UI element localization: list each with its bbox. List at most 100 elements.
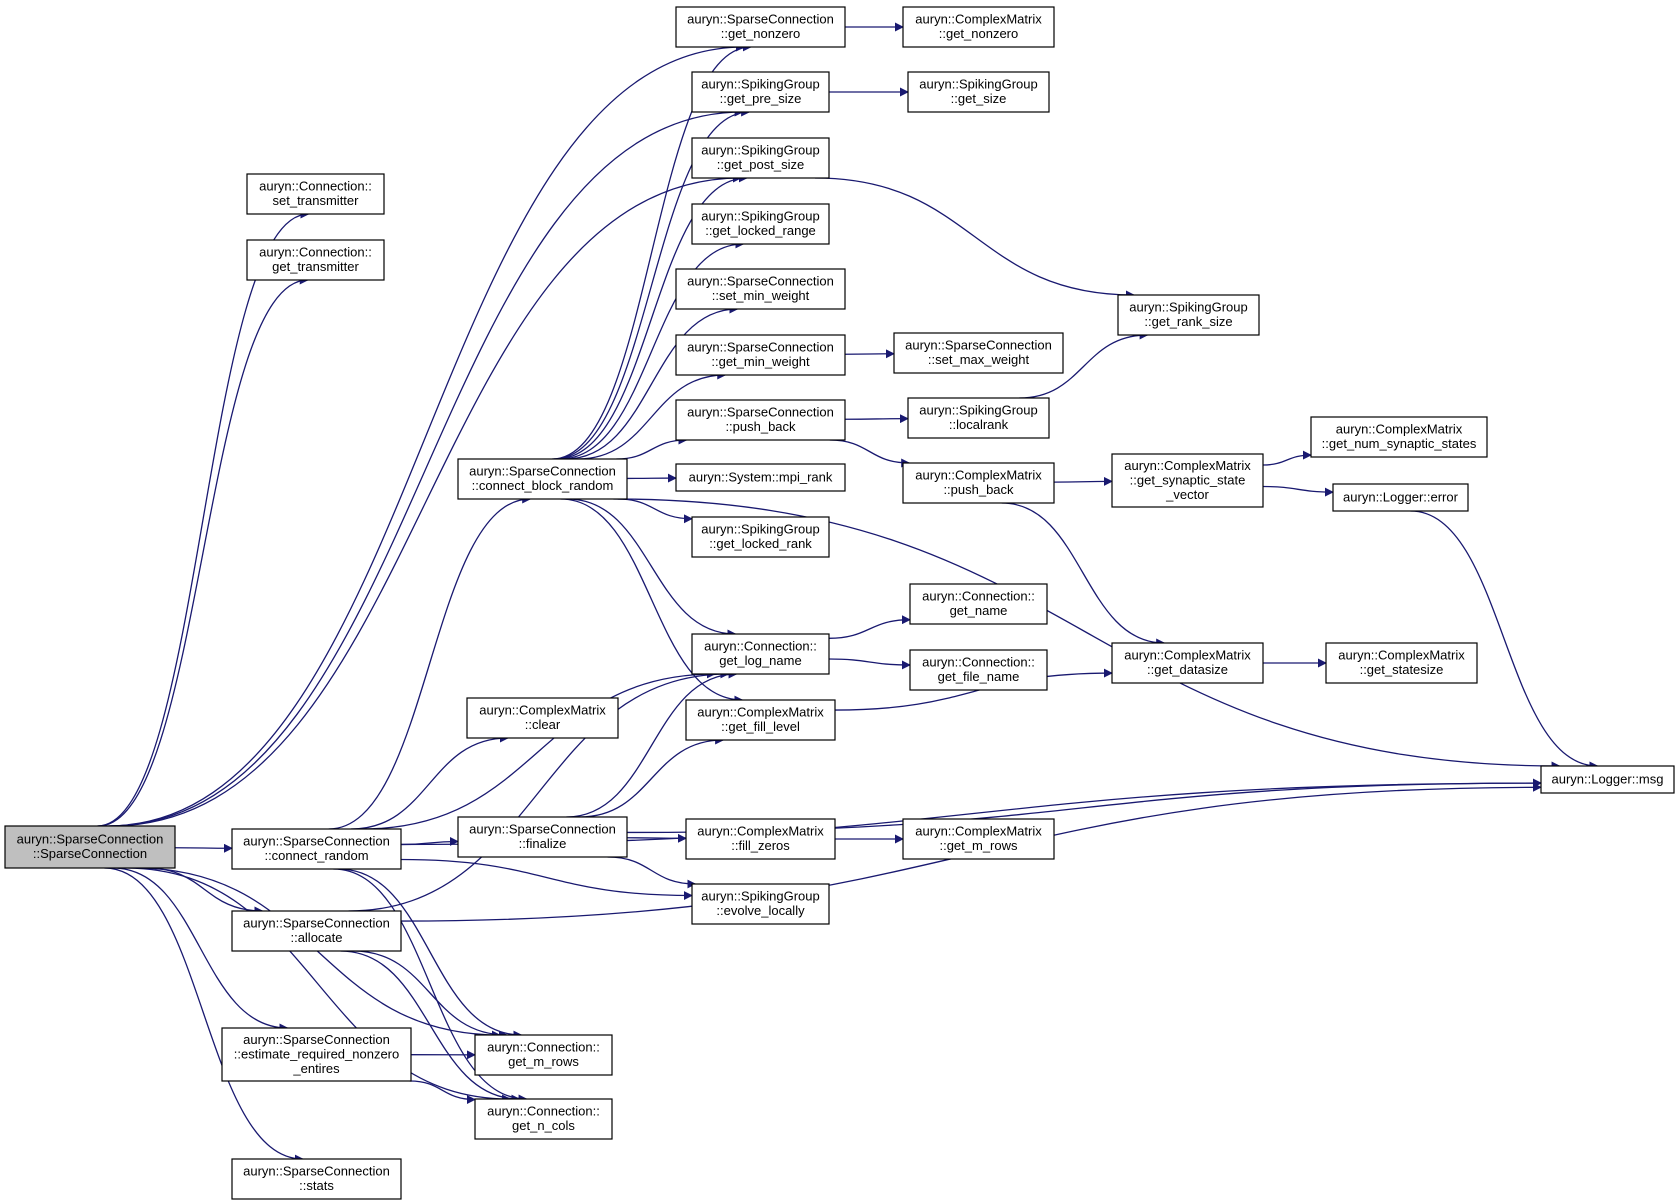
node-box [1540, 765, 1675, 794]
node-cm-get-statesize[interactable]: auryn::ComplexMatrix::get_statesize [1325, 642, 1478, 684]
node-logger-msg[interactable]: auryn::Logger::msg [1540, 765, 1675, 794]
node-sc-get-min-weight[interactable]: auryn::SparseConnection::get_min_weight [675, 334, 846, 376]
node-set-transmitter[interactable]: auryn::Connection::set_transmitter [246, 173, 385, 215]
node-sg-get-pre-size[interactable]: auryn::SpikingGroup::get_pre_size [691, 71, 830, 113]
edge-sg_get_post_size-to-sg_get_rank_size [815, 177, 1135, 300]
edge-cm_push_back-to-cm_get_datasize [1001, 502, 1166, 648]
edge-connect_random-to-c_get_log_name [362, 669, 716, 830]
node-get-transmitter[interactable]: auryn::Connection::get_transmitter [246, 239, 385, 281]
node-label: auryn::System::mpi_rank [689, 469, 833, 484]
node-cm-push-back[interactable]: auryn::ComplexMatrix::push_back [902, 462, 1055, 504]
node-label: auryn::SpikingGroup [701, 889, 820, 904]
edge-finalize-to-cm_get_fill_level [579, 735, 725, 818]
node-label: get_m_rows [508, 1054, 579, 1069]
node-label: ::get_datasize [1147, 662, 1228, 677]
node-cm-get-m-rows[interactable]: auryn::ComplexMatrix::get_m_rows [902, 818, 1055, 860]
edge-root-to-sg_get_pre_size [108, 107, 744, 827]
node-label: ::SparseConnection [33, 846, 147, 861]
node-label: auryn::Connection:: [922, 589, 1035, 604]
node-box [909, 649, 1048, 691]
node-box [246, 173, 385, 215]
node-label: auryn::ComplexMatrix [915, 12, 1042, 27]
node-c-get-n-cols[interactable]: auryn::Connection::get_n_cols [474, 1098, 613, 1140]
node-label: auryn::SpikingGroup [1129, 300, 1248, 315]
node-label: auryn::ComplexMatrix [1338, 648, 1465, 663]
edge-connect_random-to-cm_clear [351, 733, 509, 830]
edge-cm_push_back-to-cm_get_synaptic_state_vector [1053, 476, 1113, 486]
edge-c_get_log_name-to-c_get_file_name [828, 658, 911, 670]
node-c-get-log-name[interactable]: auryn::Connection::get_log_name [691, 633, 830, 675]
edge-connect_random-to-sg_evolve_locally [400, 858, 693, 901]
node-sg-get-size[interactable]: auryn::SpikingGroup::get_size [907, 71, 1050, 113]
node-stats[interactable]: auryn::SparseConnection::stats [231, 1158, 402, 1200]
edge-finalize-to-sg_evolve_locally [607, 856, 697, 889]
node-label: auryn::SparseConnection [243, 916, 390, 931]
node-root[interactable]: auryn::SparseConnection::SparseConnectio… [4, 825, 176, 869]
node-label: auryn::ComplexMatrix [697, 705, 824, 720]
edge-connect_block_random-to-sc_set_min_weight [565, 304, 739, 460]
node-sg-get-rank-size[interactable]: auryn::SpikingGroup::get_rank_size [1117, 294, 1260, 336]
node-label: auryn::SparseConnection [17, 832, 164, 847]
edge-finalize-to-c_get_log_name [566, 669, 738, 818]
edge-connect_block_random-to-sg_get_post_size [556, 173, 748, 460]
edge-cm_get_synaptic_state_vector-to-logger_error [1262, 485, 1334, 497]
edge-connect_block_random-to-sc_get_min_weight [577, 370, 727, 460]
node-box [4, 825, 176, 869]
node-sc-get-nonzero[interactable]: auryn::SparseConnection::get_nonzero [675, 6, 846, 48]
node-box [691, 71, 830, 113]
node-c-get-file-name[interactable]: auryn::Connection::get_file_name [909, 649, 1048, 691]
node-sg-get-post-size[interactable]: auryn::SpikingGroup::get_post_size [691, 137, 830, 179]
node-label: ::get_m_rows [939, 838, 1018, 853]
node-sg-get-locked-rank[interactable]: auryn::SpikingGroup::get_locked_rank [691, 516, 830, 558]
edge-connect_block_random-to-logger_msg [613, 498, 1561, 771]
edge-root-to-estimate [112, 867, 289, 1033]
node-label: get_n_cols [512, 1118, 575, 1133]
edge-cm_get_fill_level-to-cm_get_datasize [834, 668, 1113, 711]
node-estimate[interactable]: auryn::SparseConnection::estimate_requir… [221, 1027, 412, 1082]
node-sc-set-min-weight[interactable]: auryn::SparseConnection::set_min_weight [675, 268, 846, 310]
node-box [691, 516, 830, 558]
node-sg-localrank[interactable]: auryn::SpikingGroup::localrank [907, 397, 1050, 439]
edge-allocate-to-c_get_n_cols [340, 950, 521, 1104]
node-connect-random[interactable]: auryn::SparseConnection::connect_random [231, 828, 402, 870]
edge-connect_random-to-c_get_m_rows [338, 868, 523, 1040]
node-label: auryn::ComplexMatrix [697, 824, 824, 839]
node-cm-get-datasize[interactable]: auryn::ComplexMatrix::get_datasize [1111, 642, 1264, 684]
edge-connect_block_random-to-sg_get_pre_size [553, 107, 751, 460]
node-sg-get-locked-range[interactable]: auryn::SpikingGroup::get_locked_range [691, 203, 830, 245]
node-sc-set-max-weight[interactable]: auryn::SparseConnection::set_max_weight [893, 332, 1064, 374]
node-label: auryn::Connection:: [259, 245, 372, 260]
node-cm-get-nonzero[interactable]: auryn::ComplexMatrix::get_nonzero [902, 6, 1055, 48]
node-c-get-m-rows[interactable]: auryn::Connection::get_m_rows [474, 1034, 613, 1076]
node-cm-fill-zeros[interactable]: auryn::ComplexMatrix::fill_zeros [685, 818, 836, 860]
node-label: auryn::SpikingGroup [919, 403, 1038, 418]
node-cm-clear[interactable]: auryn::ComplexMatrix::clear [466, 697, 619, 739]
node-label: auryn::ComplexMatrix [1124, 458, 1251, 473]
node-box [221, 1027, 412, 1082]
node-allocate[interactable]: auryn::SparseConnection::allocate [231, 910, 402, 952]
node-sc-push-back[interactable]: auryn::SparseConnection::push_back [675, 399, 846, 441]
node-label: auryn::SparseConnection [243, 834, 390, 849]
node-label: ::get_pre_size [720, 91, 802, 106]
node-label: ::push_back [725, 419, 796, 434]
node-cm-get-fill-level[interactable]: auryn::ComplexMatrix::get_fill_level [685, 699, 836, 741]
node-sys-mpi-rank[interactable]: auryn::System::mpi_rank [675, 463, 846, 492]
node-box [691, 137, 830, 179]
edge-sg_localrank-to-sg_get_rank_size [1019, 330, 1149, 399]
node-cm-get-num-synaptic-states[interactable]: auryn::ComplexMatrix::get_num_synaptic_s… [1310, 416, 1488, 458]
node-cm-get-synaptic-state-vector[interactable]: auryn::ComplexMatrix::get_synaptic_state… [1111, 453, 1264, 508]
node-label: ::set_min_weight [712, 288, 810, 303]
edge-sc_push_back-to-cm_push_back [829, 439, 911, 468]
node-logger-error[interactable]: auryn::Logger::error [1332, 483, 1469, 512]
edge-root-to-c_get_n_cols [125, 867, 512, 1104]
node-box [1332, 483, 1469, 512]
node-finalize[interactable]: auryn::SparseConnection::finalize [457, 816, 628, 858]
node-connect-block-random[interactable]: auryn::SparseConnection::connect_block_r… [457, 458, 628, 500]
node-box [691, 883, 830, 925]
edge-estimate-to-c_get_n_cols [409, 1080, 476, 1105]
node-label: ::get_locked_range [705, 223, 816, 238]
node-c-get-name[interactable]: auryn::Connection::get_name [909, 583, 1048, 625]
node-label: auryn::SparseConnection [905, 338, 1052, 353]
node-sg-evolve-locally[interactable]: auryn::SpikingGroup::evolve_locally [691, 883, 830, 925]
edge-connect_block_random-to-cm_get_fill_level [560, 498, 744, 705]
